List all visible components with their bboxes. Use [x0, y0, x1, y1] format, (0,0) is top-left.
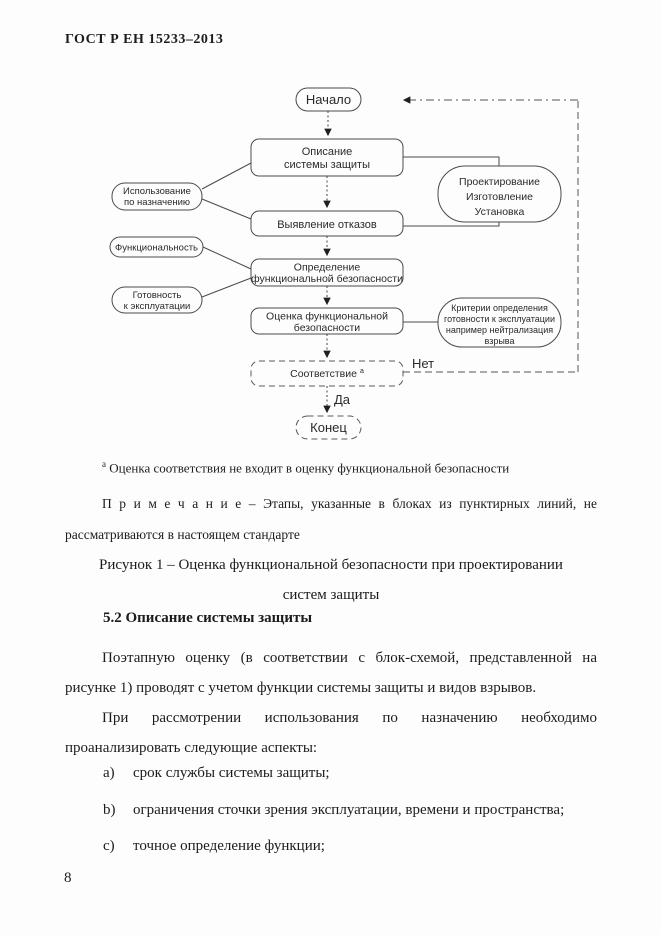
edge-design-detect — [403, 222, 500, 227]
document-header: ГОСТ Р ЕН 15233–2013 — [65, 32, 224, 47]
paragraph-1-line-1: Поэтапную оценку (в соответствии с блок-… — [102, 650, 597, 666]
page-number: 8 — [64, 870, 72, 886]
svg-text:функциональной безопасности: функциональной безопасности — [251, 273, 403, 285]
svg-text:взрыва: взрыва — [485, 336, 515, 346]
note-line-2: рассматриваются в настоящем стандарте — [65, 527, 300, 542]
svg-text:Использование: Использование — [123, 186, 191, 197]
node-detect-failures: Выявление отказов — [250, 210, 404, 237]
svg-text:к эксплуатации: к эксплуатации — [124, 301, 191, 312]
svg-text:Установка: Установка — [475, 206, 525, 218]
svg-text:Функциональность: Функциональность — [115, 243, 198, 254]
node-start: Начало — [295, 87, 362, 112]
paragraph-1-line-2: рисунке 1) проводят с учетом функции сис… — [65, 680, 537, 696]
svg-text:Оценка функциональной: Оценка функциональной — [266, 311, 388, 323]
svg-text:Описание: Описание — [302, 146, 353, 158]
node-design-manufacture-install: Проектирование Изготовление Установка — [437, 165, 562, 223]
figure-caption-line-2: систем защиты — [282, 587, 380, 603]
node-define-safety: Определение функциональной безопасности — [250, 258, 404, 287]
list-marker: b) — [103, 802, 116, 818]
list-text: срок службы системы защиты; — [133, 765, 330, 781]
svg-text:Проектирование: Проектирование — [459, 176, 540, 188]
node-functionality: Функциональность — [109, 236, 204, 258]
figure-caption-line-1: Рисунок 1 – Оценка функциональной безопа… — [99, 557, 563, 573]
list-marker: a) — [103, 765, 115, 781]
paragraph-1: Поэтапную оценку (в соответствии с блок-… — [65, 643, 597, 703]
list-item: a) срок службы системы защиты; — [103, 765, 597, 782]
svg-text:Готовность: Готовность — [133, 290, 182, 301]
svg-text:Выявление отказов: Выявление отказов — [277, 219, 377, 231]
footnote-marker: a — [102, 459, 106, 469]
flowchart-figure: Начало Описание системы защиты Выявление… — [109, 87, 579, 440]
svg-text:Начало: Начало — [306, 92, 351, 107]
section-heading: 5.2 Описание системы защиты — [103, 610, 313, 626]
edge-describe-design — [403, 156, 500, 166]
svg-text:Критерии определения: Критерии определения — [451, 303, 548, 313]
list-item: c) точное определение функции; — [103, 838, 597, 855]
node-end: Конец — [295, 415, 362, 440]
list-item: b) ограничения сточки зрения эксплуатации… — [103, 802, 597, 819]
node-describe-system: Описание системы защиты — [250, 138, 404, 177]
node-readiness: Готовность к эксплуатации — [111, 286, 203, 314]
edge-readiness-define — [201, 277, 252, 298]
footnote-text: Оценка соответствия не входит в оценку ф… — [106, 460, 510, 476]
edge-intended-detect — [201, 198, 252, 220]
edge-functionality-define — [202, 246, 252, 270]
svg-text:Определение: Определение — [294, 262, 361, 274]
edge-intended-describe — [201, 162, 252, 190]
svg-text:например нейтрализация: например нейтрализация — [446, 325, 553, 335]
list-text: точное определение функции; — [133, 838, 325, 854]
figure-footnote: a Оценка соответствия не входит в оценку… — [65, 459, 597, 476]
label-no: Нет — [412, 356, 434, 371]
paragraph-2: При рассмотрении использования по назнач… — [65, 703, 597, 763]
list-marker: c) — [103, 838, 115, 854]
svg-text:безопасности: безопасности — [294, 322, 361, 334]
svg-text:по назначению: по назначению — [124, 197, 190, 208]
node-readiness-criteria: Критерии определения готовности к эксплу… — [437, 297, 562, 348]
paragraph-2-line-2: проанализировать следующие аспекты: — [65, 740, 318, 756]
paragraph-2-line-1: При рассмотрении использования по назнач… — [102, 710, 597, 726]
label-yes: Да — [334, 392, 351, 407]
svg-text:Изготовление: Изготовление — [466, 191, 533, 203]
node-intended-use: Использование по назначению — [111, 182, 203, 211]
svg-text:системы защиты: системы защиты — [284, 159, 370, 171]
note-line-1: П р и м е ч а н и е – Этапы, указанные в… — [102, 496, 597, 511]
svg-text:Конец: Конец — [310, 420, 347, 435]
node-assess-safety: Оценка функциональной безопасности — [250, 307, 404, 335]
list-text: ограничения сточки зрения эксплуатации, … — [133, 802, 565, 818]
svg-text:готовности к эксплуатации: готовности к эксплуатации — [444, 314, 555, 324]
